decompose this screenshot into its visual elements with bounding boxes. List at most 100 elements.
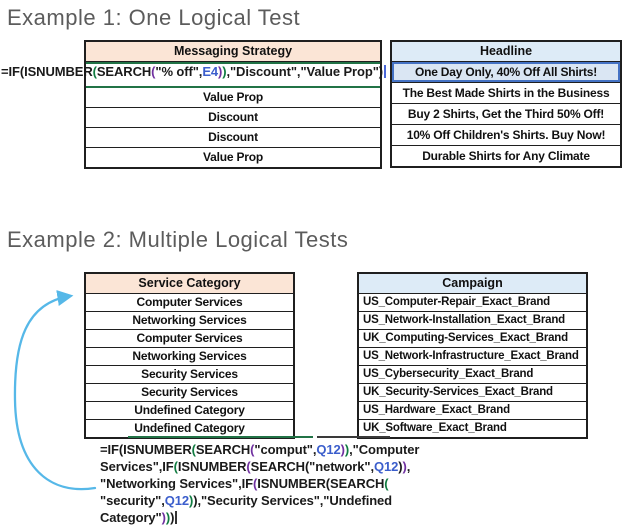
formula-token: ( [191,442,196,457]
formula-token: Services",IF [100,459,174,474]
table-cell[interactable]: Computer Services [136,295,243,309]
formula-token: ,"Security Services","Undefined [197,493,393,508]
table-cell[interactable]: One Day Only, 40% Off All Shirts! [392,62,620,82]
formula-line: "Networking Services",IF(ISNUMBER(SEARCH… [100,475,419,492]
table-cell[interactable]: Discount [86,107,380,127]
formula-token: ) [402,459,407,474]
formula-token: ( [250,442,255,457]
formula-to-table-arrow [13,290,97,491]
formula-token: ( [384,476,389,491]
headline-table: Headline One Day Only, 40% Off All Shirt… [390,40,622,168]
formula-token: SEARCH [195,442,251,457]
formula-token: ( [252,476,258,491]
formula-token: ISNUMBER [123,442,192,457]
formula-token: ISNUMBER [24,64,93,79]
formula-token: ISNUMBER [177,459,247,474]
service-category-header: Service Category [86,274,293,294]
formula-line: "security",Q12)),"Security Services","Un… [100,492,419,509]
formula-token: SEARCH [96,64,152,79]
table-cell[interactable]: Value Prop [202,90,264,104]
formula-token: E4 [202,64,219,79]
formula-token: ) [378,64,383,79]
table-cell[interactable]: The Best Made Shirts in the Business [392,82,620,103]
text-cursor [384,65,386,78]
dark-divider-line [317,436,390,438]
example1-title: Example 1: One Logical Test [7,5,301,30]
example2-title: Example 2: Multiple Logical Tests [7,227,349,252]
table-cell[interactable]: UK_Computing-Services_Exact_Brand [359,329,586,347]
table-cell[interactable]: Undefined Category [86,419,293,437]
table-cell[interactable]: Durable Shirts for Any Climate [392,145,620,166]
table-cell[interactable]: US_Computer-Repair_Exact_Brand [363,296,551,308]
formula-one-logical-test: =IF(ISNUMBER(SEARCH("% off",E4)),"Discou… [1,63,386,81]
table-cell[interactable]: UK_Security-Services_Exact_Brand [359,383,586,401]
formula-token: ( [173,459,178,474]
formula-token: ) [161,510,166,525]
formula-line: Services",IF(ISNUMBER(SEARCH("network",Q… [100,458,419,475]
campaign-header: Campaign [359,274,586,294]
formula-token: ) [188,493,194,508]
formula-token: ,"Computer [349,442,420,457]
formula-token: Q12 [316,442,341,457]
table-cell[interactable]: 10% Off Children's Shirts. Buy Now! [392,124,620,145]
table-cell[interactable]: Security Services [86,383,293,401]
formula-multiple-logical-tests: =IF(ISNUMBER(SEARCH("comput",Q12)),"Comp… [100,441,419,526]
formula-token: "comput", [254,442,317,457]
formula-token: "Networking Services",IF [100,476,253,491]
table-cell[interactable]: US_Hardware_Exact_Brand [359,401,586,419]
table-cell[interactable]: Security Services [86,365,293,383]
formula-token: , [406,459,411,474]
formula-token: Category" [100,510,162,525]
formula-token: ( [151,64,156,79]
formula-line: Category"))) [100,509,419,526]
formula-token: ISNUMBER [257,476,326,491]
arrow-curve [13,290,97,491]
table-cell[interactable]: US_Network-Infrastructure_Exact_Brand [359,347,586,365]
table-cell[interactable]: Discount [86,127,380,147]
formula-line: =IF(ISNUMBER(SEARCH("% off",E4)),"Discou… [1,63,386,81]
formula-token: ) [340,442,345,457]
messaging-strategy-header: Messaging Strategy [86,42,380,62]
formula-token: ( [92,64,97,79]
text-cursor [175,511,178,524]
formula-token: ) [170,510,175,525]
headline-header: Headline [392,42,620,62]
formula-token: "% off", [155,64,203,79]
formula-token: ( [246,459,251,474]
table-cell[interactable]: Networking Services [86,311,293,329]
formula-token: =IF( [1,64,25,79]
table-cell[interactable]: Networking Services [86,347,293,365]
formula-line: =IF(ISNUMBER(SEARCH("comput",Q12)),"Comp… [100,441,419,458]
formula-token: Q12 [373,459,399,474]
formula-cell-row[interactable] [86,62,380,88]
formula-token: ) [344,442,350,457]
headline-rows: One Day Only, 40% Off All Shirts!The Bes… [392,62,620,166]
table-cell[interactable]: Undefined Category [86,401,293,419]
table-cell[interactable]: Buy 2 Shirts, Get the Third 50% Off! [392,103,620,124]
formula-token: "security", [100,493,165,508]
formula-token: ( [325,476,330,491]
formula-token: =IF( [100,442,124,457]
formula-token: ) [398,459,403,474]
table-cell[interactable]: Value Prop [86,147,380,167]
formula-token: SEARCH [330,476,385,491]
formula-token: ( [304,459,310,474]
table-cell[interactable]: Computer Services [86,329,293,347]
formula-token: ,"Discount","Value Prop" [226,64,379,79]
formula-token: ) [222,64,227,79]
formula-token: "network", [309,459,374,474]
formula-token: Q12 [164,493,189,508]
formula-token: ) [165,510,171,525]
formula-token: ) [193,493,198,508]
table-cell[interactable]: US_Cybersecurity_Exact_Brand [359,365,586,383]
formula-token: SEARCH [250,459,305,474]
table-cell[interactable]: UK_Software_Exact_Brand [359,419,586,437]
green-divider-line [128,436,313,438]
table-cell[interactable]: US_Network-Installation_Exact_Brand [359,311,586,329]
